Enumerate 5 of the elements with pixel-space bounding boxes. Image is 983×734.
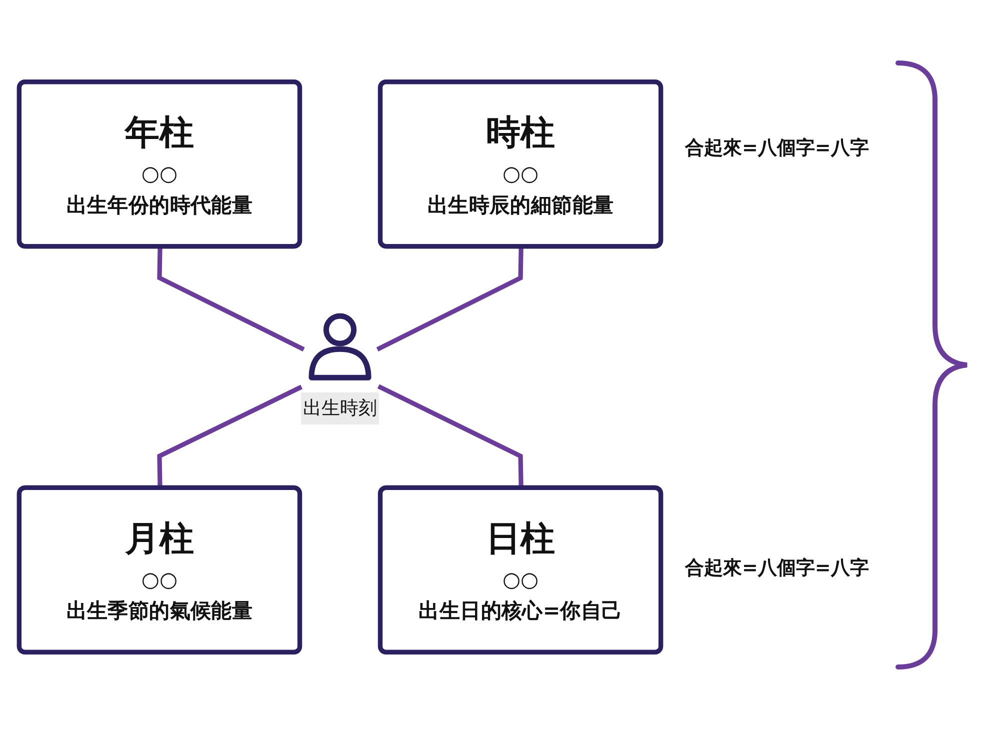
note-text: 合起來=八個字=八字 bbox=[685, 556, 869, 581]
node-label: 出生時刻 bbox=[303, 396, 377, 419]
connector bbox=[157, 246, 305, 352]
note-text: 合起來=八個字=八字 bbox=[685, 136, 869, 161]
connector bbox=[376, 246, 524, 352]
